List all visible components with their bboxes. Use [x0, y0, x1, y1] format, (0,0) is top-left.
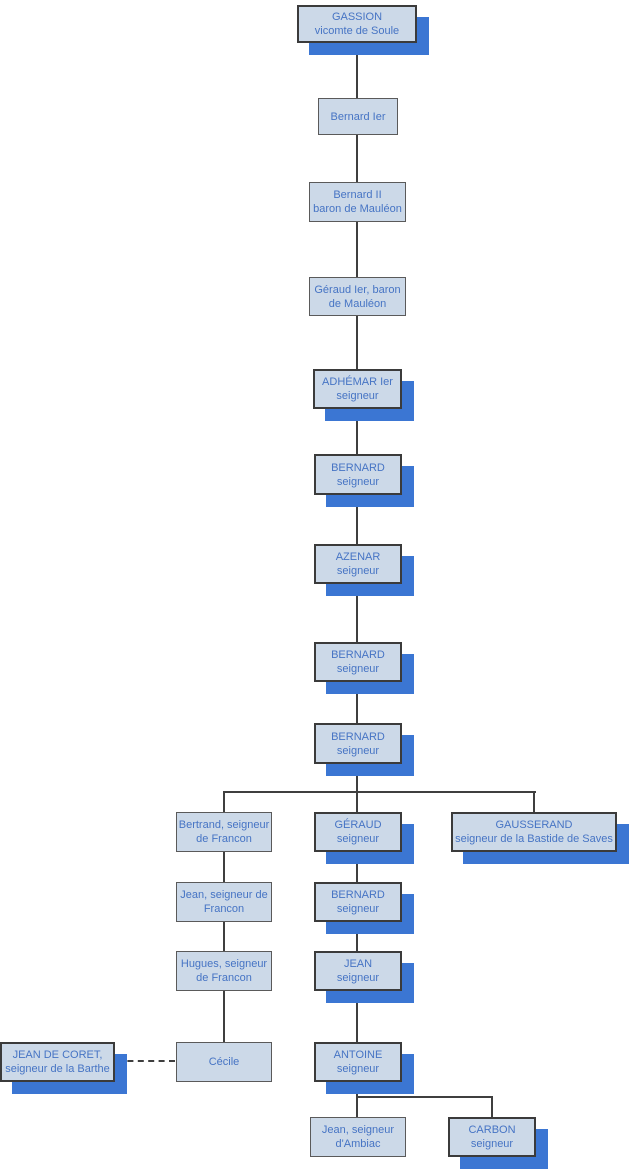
node-name: BERNARD: [331, 461, 385, 474]
node-subtitle: seigneur: [336, 565, 380, 577]
node-antoine: ANTOINE seigneur: [314, 1042, 402, 1082]
node-subtitle: de Francon: [196, 972, 252, 984]
connector-line: [491, 1096, 493, 1117]
node-name: Jean, seigneur: [321, 1124, 395, 1136]
node-cecile: Cécile: [176, 1042, 272, 1082]
node-name: Bernard Ier: [330, 110, 386, 123]
node-subtitle: seigneur: [336, 903, 380, 915]
connector-line: [356, 852, 358, 882]
node-bernard-seigneur-2: BERNARD seigneur: [314, 642, 402, 682]
node-subtitle: Francon: [203, 903, 245, 915]
connector-line: [223, 852, 225, 882]
node-name: JEAN DE CORET,: [12, 1049, 103, 1061]
connector-line: [356, 991, 358, 1042]
connector-line: [356, 682, 358, 723]
connector-line: [223, 792, 225, 812]
connector-line: [356, 792, 358, 812]
connector-line: [533, 792, 535, 812]
node-name: ANTOINE: [333, 1049, 383, 1061]
connector-line: [356, 1082, 358, 1117]
node-name: BERNARD: [331, 649, 385, 661]
node-name: GÉRAUD: [334, 819, 382, 831]
node-jean-francon: Jean, seigneur de Francon: [176, 882, 272, 922]
node-bernard-ier: Bernard Ier: [318, 98, 398, 135]
node-subtitle: seigneur: [336, 1063, 380, 1075]
node-name: GASSION: [331, 11, 383, 23]
node-subtitle: de Mauléon: [328, 297, 387, 310]
node-name: Bertrand, seigneur: [178, 819, 270, 831]
node-subtitle: seigneur: [470, 1138, 514, 1150]
node-gausserand: GAUSSERAND seigneur de la Bastide de Sav…: [451, 812, 617, 852]
node-subtitle: seigneur: [336, 475, 380, 488]
connector-line: [356, 135, 358, 182]
node-name: BERNARD: [331, 730, 385, 743]
connector-line: [356, 222, 358, 277]
node-bernard-ii: Bernard II baron de Mauléon: [309, 182, 406, 222]
connector-line: [356, 495, 358, 544]
connector-line: [356, 584, 358, 642]
node-subtitle: vicomte de Soule: [314, 25, 400, 37]
node-bernard-seigneur-3: BERNARD seigneur: [314, 723, 402, 764]
node-subtitle: d'Ambiac: [335, 1138, 381, 1150]
node-bertrand-francon: Bertrand, seigneur de Francon: [176, 812, 272, 852]
node-geraud-seigneur: GÉRAUD seigneur: [314, 812, 402, 852]
node-gassion: GASSION vicomte de Soule: [297, 5, 417, 43]
connector-line: [356, 409, 358, 454]
node-name: Cécile: [208, 1056, 240, 1068]
connector-line: [356, 764, 358, 793]
branch-line: [356, 1096, 493, 1098]
node-name: AZENAR: [335, 551, 381, 563]
node-subtitle: seigneur: [336, 663, 380, 675]
node-subtitle: seigneur: [336, 972, 380, 984]
node-name: CARBON: [468, 1124, 516, 1136]
node-name: GAUSSERAND: [495, 819, 573, 831]
connector-line: [223, 922, 225, 951]
node-hugues-francon: Hugues, seigneur de Francon: [176, 951, 272, 991]
node-name: JEAN: [343, 958, 373, 970]
connector-line: [356, 922, 358, 951]
node-jean-de-coret: JEAN DE CORET, seigneur de la Barthe: [0, 1042, 115, 1082]
node-name: BERNARD: [331, 889, 385, 901]
node-subtitle: seigneur de la Barthe: [5, 1063, 110, 1075]
node-subtitle: seigneur: [336, 744, 380, 757]
node-geraud-ier: Géraud Ier, baron de Mauléon: [309, 277, 406, 316]
connector-line: [223, 991, 225, 1042]
node-name: ADHÉMAR Ier: [322, 376, 393, 388]
node-name: Bernard II: [333, 189, 382, 201]
node-subtitle: seigneur: [336, 833, 380, 845]
node-subtitle: baron de Mauléon: [313, 203, 402, 215]
node-subtitle: seigneur de la Bastide de Saves: [455, 833, 613, 845]
node-name: Jean, seigneur de: [180, 889, 268, 901]
node-subtitle: de Francon: [196, 833, 252, 845]
node-jean-seigneur: JEAN seigneur: [314, 951, 402, 991]
node-adhemar-ier: ADHÉMAR Ier seigneur: [313, 369, 402, 409]
node-subtitle: seigneur: [336, 390, 379, 402]
connector-line: [356, 43, 358, 98]
node-name: Géraud Ier, baron: [314, 283, 401, 296]
node-azenar: AZENAR seigneur: [314, 544, 402, 584]
node-carbon: CARBON seigneur: [448, 1117, 536, 1157]
connector-line: [356, 316, 358, 369]
node-name: Hugues, seigneur: [180, 958, 268, 970]
node-bernard-seigneur-4: BERNARD seigneur: [314, 882, 402, 922]
node-bernard-seigneur-1: BERNARD seigneur: [314, 454, 402, 495]
marriage-connector-dashed: [117, 1060, 175, 1062]
branch-line: [223, 791, 536, 793]
node-jean-ambiac: Jean, seigneur d'Ambiac: [310, 1117, 406, 1157]
